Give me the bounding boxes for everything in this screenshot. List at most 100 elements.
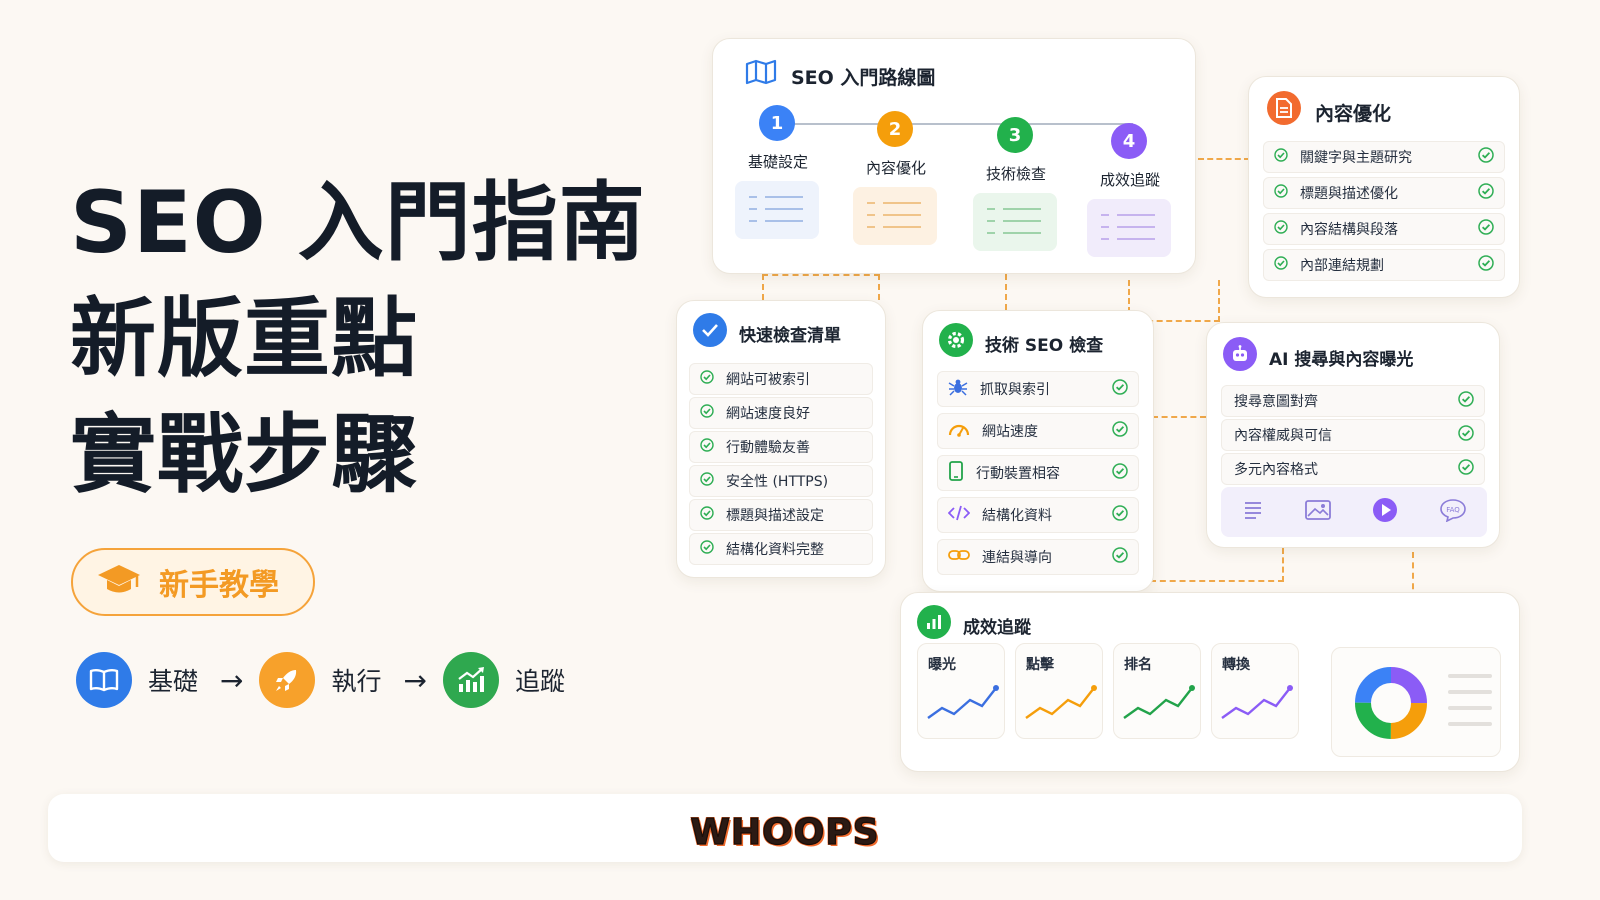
list-item: 網站速度	[937, 413, 1139, 449]
sparkline	[927, 685, 999, 719]
metric-card: 曝光	[917, 643, 1005, 739]
check-outline-icon	[700, 438, 714, 456]
performance-tracking-card: 成效追蹤 曝光 點擊 排名 轉換	[900, 592, 1520, 772]
gear-icon	[939, 323, 973, 357]
metric-label: 曝光	[928, 657, 956, 673]
growth-chart-icon	[442, 652, 499, 708]
check-icon	[1112, 505, 1128, 525]
roadmap-title: SEO 入門路線圖	[791, 67, 936, 89]
list-item-label: 內部連結規劃	[1300, 258, 1384, 274]
content-optimization-title: 內容優化	[1315, 103, 1392, 125]
list-item-label: 標題與描述設定	[726, 508, 824, 524]
list-item: 網站可被索引	[689, 363, 873, 395]
check-outline-icon	[1274, 256, 1288, 274]
list-item-label: 內容結構與段落	[1300, 222, 1398, 238]
roadmap-step-number: 2	[877, 111, 913, 147]
faq-icon: FAQ	[1439, 498, 1467, 526]
footer-bar: WHOOPS	[48, 794, 1522, 862]
legend-placeholder-line	[1448, 674, 1492, 678]
document-icon	[1267, 91, 1301, 125]
list-item: 連結與導向	[937, 539, 1139, 575]
connector	[1198, 158, 1250, 160]
roadmap-step-number: 3	[997, 117, 1033, 153]
list-item: 抓取與索引	[937, 371, 1139, 407]
sparkline	[1221, 685, 1293, 719]
quick-checklist-card: 快速檢查清單 網站可被索引 網站速度良好 行動體驗友善 安全性 (HTTPS) …	[676, 300, 886, 578]
check-icon	[1478, 147, 1494, 167]
beginner-badge: 新手教學	[71, 548, 315, 616]
check-icon	[1478, 183, 1494, 203]
list-item: 行動裝置相容	[937, 455, 1139, 491]
metric-card: 排名	[1113, 643, 1201, 739]
list-item-label: 網站可被索引	[726, 372, 810, 388]
check-outline-icon	[700, 540, 714, 558]
speedometer-icon	[948, 421, 970, 441]
technical-seo-title: 技術 SEO 檢查	[985, 336, 1104, 356]
bar-chart-icon	[917, 605, 951, 639]
metric-label: 點擊	[1026, 657, 1054, 673]
roadmap-step-label: 內容優化	[865, 159, 926, 177]
check-icon	[1478, 255, 1494, 275]
list-item: 內容結構與段落	[1263, 213, 1505, 245]
check-circle-icon	[693, 313, 727, 347]
doc-thumbnail	[735, 181, 819, 239]
content-optimization-card: 內容優化 關鍵字與主題研究 標題與描述優化 內容結構與段落 內部連結規劃	[1248, 76, 1520, 298]
check-icon	[1112, 379, 1128, 399]
metric-card: 轉換	[1211, 643, 1299, 739]
roadmap-card: SEO 入門路線圖 1 基礎設定 2 內容優化 3 技術檢查 4 成效追蹤	[712, 38, 1196, 274]
connector	[1128, 280, 1220, 322]
check-outline-icon	[1274, 220, 1288, 238]
step-arrow: →	[403, 663, 427, 697]
legend-placeholder-line	[1448, 690, 1492, 694]
list-item-label: 搜尋意圖對齊	[1234, 394, 1318, 410]
hero-title-line-1: SEO 入門指南	[70, 173, 646, 273]
list-item: 多元內容格式	[1221, 453, 1485, 485]
robot-icon	[1223, 337, 1257, 371]
list-item: 網站速度良好	[689, 397, 873, 429]
check-icon	[1112, 421, 1128, 441]
list-item-label: 結構化資料完整	[726, 542, 824, 558]
check-icon	[1458, 391, 1474, 411]
list-item: 結構化資料完整	[689, 533, 873, 565]
sparkline	[1123, 685, 1195, 719]
play-video-icon	[1372, 497, 1398, 527]
hero-title-line-2: 新版重點	[70, 289, 418, 389]
list-item-label: 結構化資料	[982, 508, 1052, 524]
code-icon	[947, 505, 971, 525]
donut-summary	[1331, 647, 1501, 757]
check-icon	[1458, 425, 1474, 445]
doc-thumbnail	[853, 187, 937, 245]
list-item: 標題與描述優化	[1263, 177, 1505, 209]
performance-tracking-title: 成效追蹤	[963, 618, 1031, 638]
donut-chart	[1355, 667, 1427, 739]
roadmap-step-number: 4	[1111, 123, 1147, 159]
list-item: 內部連結規劃	[1263, 249, 1505, 281]
connector	[1152, 416, 1206, 418]
list-item: 安全性 (HTTPS)	[689, 465, 873, 497]
check-icon	[1458, 459, 1474, 479]
text-doc-icon	[1242, 499, 1264, 525]
beginner-badge-label: 新手教學	[159, 568, 279, 603]
roadmap-line	[779, 123, 1133, 125]
list-item: 關鍵字與主題研究	[1263, 141, 1505, 173]
check-outline-icon	[700, 404, 714, 422]
ai-search-title: AI 搜尋與內容曝光	[1269, 350, 1414, 370]
list-item: 標題與描述設定	[689, 499, 873, 531]
list-item-label: 安全性 (HTTPS)	[726, 474, 829, 490]
metric-label: 排名	[1124, 657, 1152, 673]
mobile-icon	[948, 461, 964, 485]
check-icon	[1478, 219, 1494, 239]
metric-card: 點擊	[1015, 643, 1103, 739]
doc-thumbnail	[1087, 199, 1171, 257]
list-item: 行動體驗友善	[689, 431, 873, 463]
hero-steps: 基礎 → 執行 → 追蹤	[76, 652, 565, 708]
list-item: 內容權威與可信	[1221, 419, 1485, 451]
step-label-execute: 執行	[331, 667, 382, 696]
check-outline-icon	[1274, 184, 1288, 202]
step-label-track: 追蹤	[514, 667, 565, 696]
technical-seo-card: 技術 SEO 檢查 抓取與索引 網站速度 行動裝置相容 結構化資料 連結與導向	[922, 310, 1154, 592]
map-icon	[745, 59, 777, 89]
list-item-label: 多元內容格式	[1234, 462, 1318, 478]
link-icon	[948, 548, 970, 566]
legend-placeholder-line	[1448, 722, 1492, 726]
